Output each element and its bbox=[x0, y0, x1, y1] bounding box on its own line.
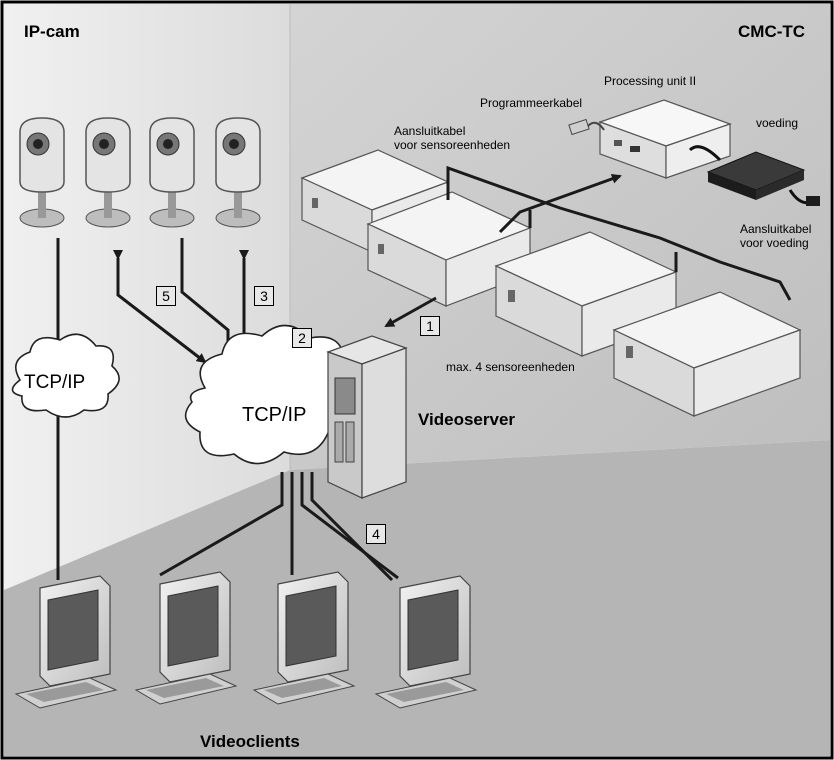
arrow-5 bbox=[113, 250, 207, 364]
videoclient-4 bbox=[374, 575, 478, 709]
label-cmc-tc: CMC-TC bbox=[738, 22, 806, 41]
videoclient-3 bbox=[252, 571, 356, 705]
label-max-sensor: max. 4 sensoreenheden bbox=[446, 360, 575, 374]
videoserver-rack bbox=[326, 335, 408, 499]
sensor-unit-4 bbox=[612, 291, 802, 417]
label-aansluitkabel-voeding-line2: voor voeding bbox=[740, 236, 809, 250]
label-videoclients: Videoclients bbox=[200, 732, 300, 751]
programming-cable bbox=[568, 118, 605, 136]
power-supply bbox=[688, 145, 820, 206]
ip-camera-2 bbox=[85, 117, 131, 228]
label-programmeerkabel: Programmeerkabel bbox=[480, 96, 583, 110]
sensor-cables bbox=[446, 165, 792, 301]
network-lines bbox=[56, 238, 399, 582]
label-videoserver: Videoserver bbox=[418, 410, 516, 429]
label-voeding: voeding bbox=[756, 116, 799, 130]
ip-camera-1 bbox=[19, 117, 65, 228]
sensor-unit-2 bbox=[366, 191, 532, 307]
label-ip-cam: IP-cam bbox=[24, 22, 80, 41]
step-number-4: 4 bbox=[366, 524, 386, 544]
ip-camera-4 bbox=[215, 117, 261, 228]
label-processing-unit: Processing unit II bbox=[604, 74, 697, 88]
arrow-to-processing bbox=[498, 174, 622, 234]
label-aansluitkabel-voeding-line1: Aansluitkabel bbox=[740, 222, 812, 236]
step-number-2: 2 bbox=[292, 328, 312, 348]
step-number-3: 3 bbox=[254, 286, 274, 306]
ip-camera-3 bbox=[149, 117, 195, 228]
videoclient-2 bbox=[134, 571, 238, 705]
tcp-ip-cloud-left bbox=[11, 333, 120, 418]
line-cloud-client4b bbox=[310, 472, 394, 582]
label-aansluitkabel-sensor-line2: voor sensoreenheden bbox=[394, 138, 511, 152]
label-tcp-ip-left: TCP/IP bbox=[24, 372, 86, 393]
step-number-5: 5 bbox=[156, 286, 176, 306]
processing-unit bbox=[598, 99, 732, 179]
label-aansluitkabel-sensor-line1: Aansluitkabel bbox=[394, 124, 466, 138]
arrow-1 bbox=[384, 296, 437, 328]
cmc-arrows bbox=[384, 174, 622, 328]
label-tcp-ip-center: TCP/IP bbox=[242, 404, 307, 426]
line-cloud-client2 bbox=[159, 472, 284, 577]
videoclient-1 bbox=[14, 575, 118, 709]
step-number-1: 1 bbox=[420, 316, 440, 336]
